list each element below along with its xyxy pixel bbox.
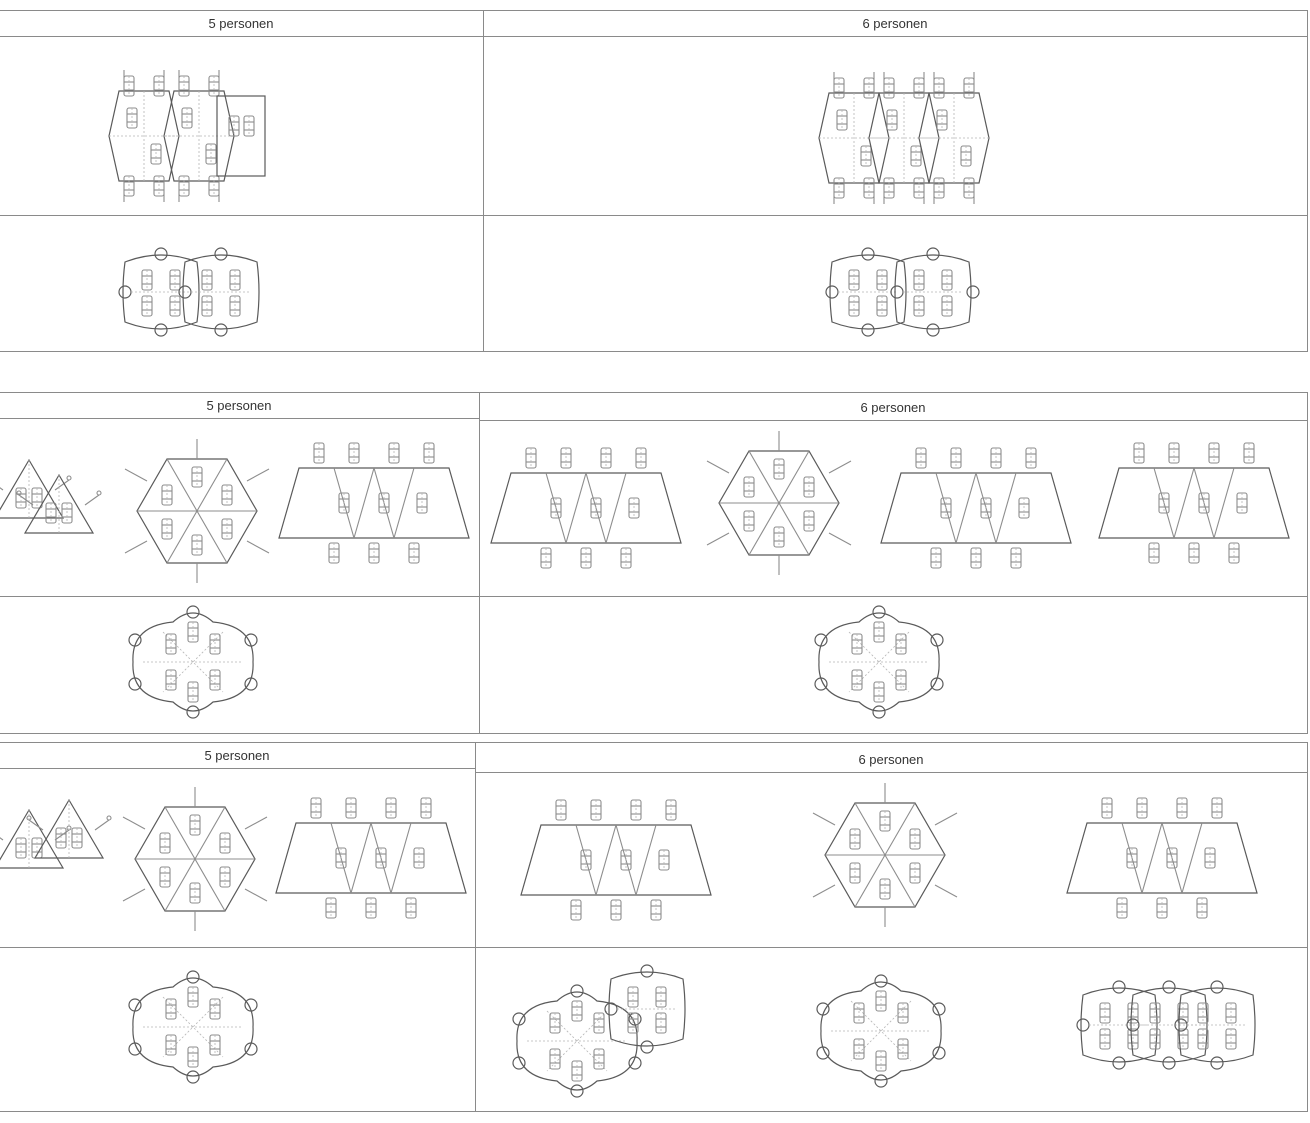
section-2-table: 5 personen 6 personen xyxy=(0,392,1308,734)
section-3-5p-plan-a xyxy=(0,778,109,918)
section-2-5p-plan-a xyxy=(0,433,99,573)
section-3-6p-bottom-plan-c xyxy=(1069,965,1259,1085)
section-2-left-header: 5 personen xyxy=(0,393,479,419)
section-1-5p-top-plan xyxy=(109,71,269,201)
section-3-5p-plan-b xyxy=(117,781,277,931)
section-3-row-divider xyxy=(0,947,1307,948)
section-1-left-header: 5 personen xyxy=(0,11,483,37)
section-3-column-divider xyxy=(475,743,476,1111)
section-2-6p-plan-c xyxy=(871,438,1081,578)
section-2-column-divider xyxy=(479,393,480,733)
section-3-left-header: 5 personen xyxy=(0,743,475,769)
section-1-column-divider xyxy=(483,11,484,351)
section-3-6p-plan-a xyxy=(521,788,711,928)
section-1-right-header: 6 personen xyxy=(483,11,1307,37)
section-3-6p-plan-b xyxy=(807,771,967,936)
section-3-6p-bottom-plan-a xyxy=(519,961,699,1091)
section-2-right-header: 6 personen xyxy=(479,395,1307,421)
section-2-6p-bottom-plan xyxy=(799,607,959,717)
section-3-5p-plan-c xyxy=(281,793,471,923)
section-2-6p-plan-b xyxy=(701,421,861,581)
section-1-6p-bottom-plan xyxy=(823,237,983,347)
section-3-6p-plan-c xyxy=(1067,793,1257,923)
section-3-6p-bottom-plan-b xyxy=(813,959,953,1104)
section-2-row-divider xyxy=(0,596,1307,597)
section-2-5p-bottom-plan xyxy=(123,607,263,717)
section-2-6p-plan-d xyxy=(1099,433,1289,573)
section-2-6p-plan-a xyxy=(481,433,691,573)
section-1-table: 5 personen 6 personen xyxy=(0,10,1308,352)
section-3-5p-bottom-plan xyxy=(123,967,263,1087)
section-1-6p-top-plan xyxy=(819,73,989,203)
section-2-5p-plan-b xyxy=(119,433,279,583)
section-3-table: 5 personen 6 personen xyxy=(0,742,1308,1112)
section-1-row-divider xyxy=(0,215,1307,216)
section-2-5p-plan-c xyxy=(294,438,464,568)
section-1-5p-bottom-plan xyxy=(121,237,261,347)
section-3-right-header: 6 personen xyxy=(475,747,1307,773)
